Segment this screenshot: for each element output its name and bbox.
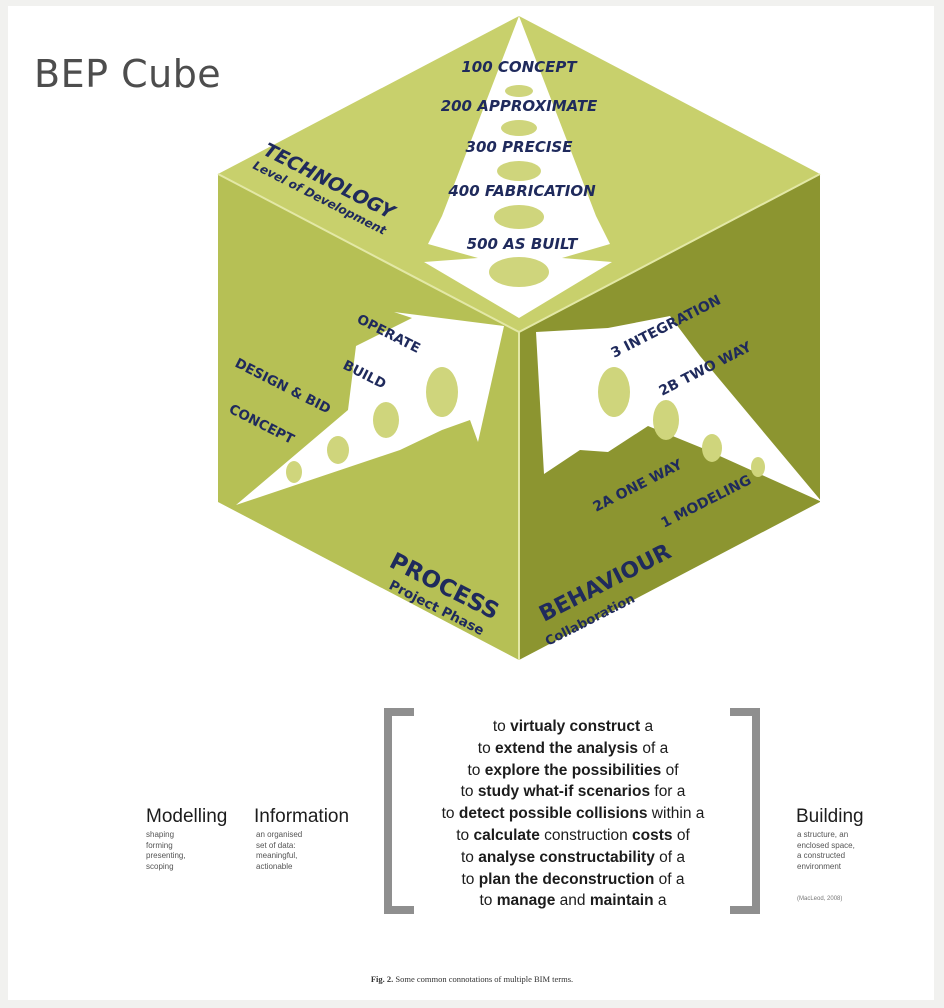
step-marker: [751, 457, 765, 477]
phrase-keyword: calculate: [473, 826, 540, 844]
bim-purpose-phrase: to calculate construction costs of: [412, 825, 734, 847]
phrase-text: to: [441, 805, 459, 823]
phrase-text: of a: [654, 870, 685, 888]
bim-purpose-phrase: to explore the possibilities of: [412, 760, 734, 782]
phrase-keyword: manage: [496, 892, 556, 910]
lod-500: 500 AS BUILT: [467, 235, 579, 253]
step-marker: [489, 257, 549, 287]
process-arrow: [236, 312, 504, 505]
phrase-keyword: detect possible collisions: [458, 805, 648, 823]
lod-400: 400 FABRICATION: [447, 182, 596, 200]
bim-purpose-phrase: to plan the deconstruction of a: [412, 869, 734, 891]
phrase-text: to: [492, 718, 511, 735]
phrase-keyword: maintain: [589, 892, 654, 910]
step-marker: [494, 205, 544, 229]
phrase-text: of: [661, 761, 679, 779]
bim-purpose-phrase: to manage and maintain a: [412, 890, 734, 912]
step-marker: [327, 436, 349, 464]
phrase-keyword: plan the deconstruction: [478, 870, 655, 888]
behaviour-arrow: [536, 316, 822, 502]
phrase-text: a: [653, 892, 667, 910]
phrase-keyword: extend the analysis: [495, 739, 639, 757]
phrase-text: of a: [654, 848, 685, 866]
step-marker: [505, 85, 533, 97]
phrase-keyword: study what-if scenarios: [477, 783, 651, 801]
phrase-text: to: [477, 739, 496, 757]
step-marker: [501, 120, 537, 136]
definition-credit: (MacLeod, 2008): [797, 896, 843, 902]
step-marker: [373, 402, 399, 438]
phrase-text: to: [467, 761, 485, 779]
right-bracket: [730, 708, 760, 914]
bim-purpose-phrase: to detect possible collisions within a: [412, 803, 734, 825]
definition-modelling: shaping forming presenting, scoping: [146, 830, 186, 871]
phrase-text: of: [672, 826, 690, 844]
phrase-keyword: analyse constructability: [478, 848, 655, 866]
page-title: BEP Cube: [34, 52, 222, 96]
figure-caption: Fig. 2. Some common connotations of mult…: [0, 974, 944, 984]
step-markers: [286, 85, 765, 483]
bim-purpose-phrase: to study what-if scenarios for a: [412, 781, 734, 803]
bim-purpose-phrase: to extend the analysis of a: [412, 738, 734, 760]
caption-text: Some common connotations of multiple BIM…: [393, 974, 574, 984]
step-marker: [497, 161, 541, 181]
phrase-text: construction: [539, 826, 633, 844]
lod-300: 300 PRECISE: [466, 138, 574, 156]
step-marker: [653, 400, 679, 440]
phrase-keyword: explore the possibilities: [484, 761, 662, 779]
phrase-text: to: [460, 783, 478, 801]
step-marker: [426, 367, 458, 417]
phrase-text: to: [479, 892, 497, 910]
phrase-text: to: [461, 848, 479, 866]
phrase-text: within a: [647, 805, 705, 823]
step-marker: [286, 461, 302, 483]
step-marker: [702, 434, 722, 462]
term-modelling: Modelling: [146, 806, 228, 827]
phrase-text: of a: [638, 739, 669, 757]
lod-100: 100 CONCEPT: [461, 58, 578, 76]
phrase-keyword: virtualy construct: [510, 718, 641, 735]
term-information: Information: [254, 806, 350, 827]
phrase-keyword: costs: [632, 826, 673, 844]
term-building: Building: [796, 806, 864, 827]
definition-building: a structure, an enclosed space, a constr…: [797, 830, 855, 871]
bim-purpose-phrase: to analyse constructability of a: [412, 847, 734, 869]
bim-purpose-phrase: to virtualy construct a: [412, 716, 734, 738]
phrase-text: to: [461, 870, 479, 888]
phrase-text: a: [640, 718, 654, 735]
definition-information: an organised set of data: meaningful, ac…: [256, 830, 303, 871]
phrase-text: and: [555, 892, 590, 910]
phrase-text: to: [456, 826, 474, 844]
phrase-text: for a: [650, 783, 686, 801]
caption-label: Fig. 2.: [370, 974, 394, 984]
left-bracket: [384, 708, 414, 914]
lod-200: 200 APPROXIMATE: [441, 97, 598, 115]
step-marker: [598, 367, 630, 417]
